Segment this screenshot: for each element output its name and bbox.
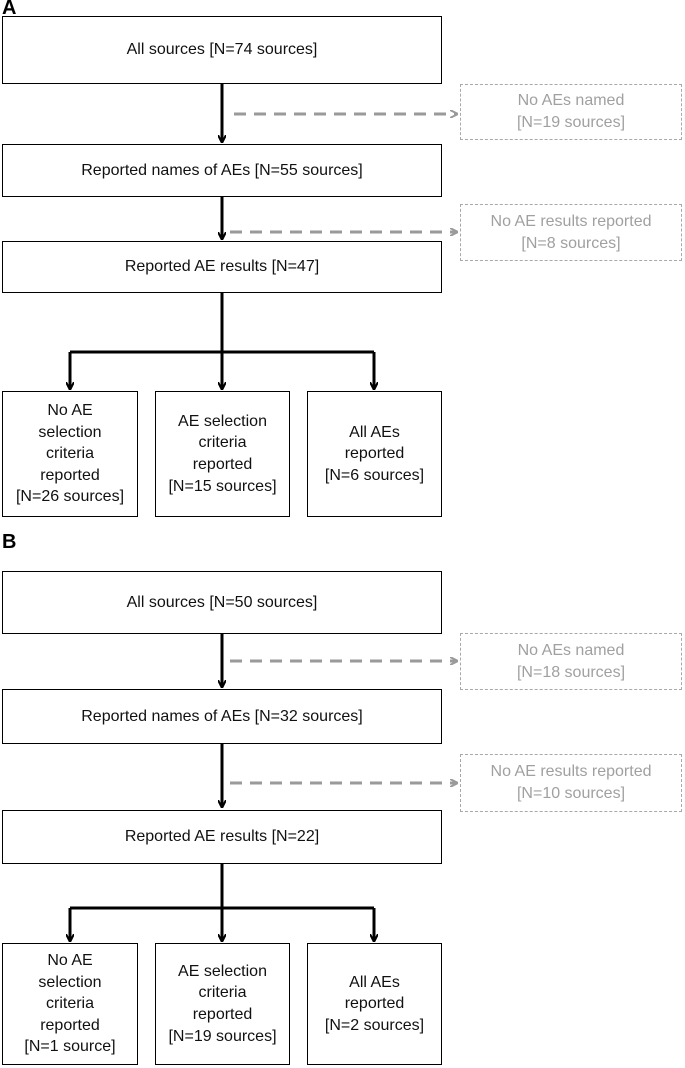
flowchart-panel-b: B All sources [N=50 sources] No AEs name… [0, 531, 685, 1068]
leaf-text: AE selection criteria reported [N=19 sou… [168, 962, 277, 1045]
no-ae-results-text: No AE results reported [N=10 sources] [490, 763, 652, 802]
leaf-selection-criteria: AE selection criteria reported [N=15 sou… [155, 391, 290, 517]
no-aes-named-text: No AEs named [N=18 sources] [516, 641, 626, 681]
connector-lines [0, 634, 685, 1068]
connector-lines [0, 84, 685, 534]
leaf-all-aes: All AEs reported [N=2 sources] [307, 943, 442, 1065]
leaf-text: No AE selection criteria reported [N=1 s… [24, 952, 116, 1056]
no-ae-results-box: No AE results reported [N=10 sources] [460, 754, 682, 812]
reported-names-box: Reported names of AEs [N=55 sources] [2, 144, 442, 197]
reported-results-box: Reported AE results [N=22] [2, 810, 442, 864]
panel-label: B [2, 531, 17, 553]
reported-names-text: Reported names of AEs [N=32 sources] [81, 707, 363, 725]
no-aes-named-box: No AEs named [N=19 sources] [460, 84, 682, 140]
flowchart-panel-a: A All sources [N=74 sources] No AEs name… [0, 0, 685, 534]
reported-results-text: Reported AE results [N=22] [124, 828, 320, 846]
reported-names-text: Reported names of AEs [N=55 sources] [81, 161, 363, 179]
leaf-no-selection-criteria: No AE selection criteria reported [N=1 s… [2, 943, 138, 1065]
all-sources-box: All sources [N=74 sources] [2, 16, 442, 84]
no-aes-named-text: No AEs named [N=19 sources] [516, 92, 626, 131]
no-ae-results-text: No AE results reported [N=8 sources] [490, 212, 652, 252]
reported-results-text: Reported AE results [N=47] [124, 258, 320, 276]
leaf-no-selection-criteria: No AE selection criteria reported [N=26 … [2, 391, 138, 517]
all-sources-box: All sources [N=50 sources] [2, 571, 442, 634]
leaf-all-aes: All AEs reported [N=6 sources] [307, 391, 442, 517]
leaf-selection-criteria: AE selection criteria reported [N=19 sou… [155, 943, 290, 1065]
all-sources-text: All sources [N=50 sources] [126, 593, 318, 611]
panel-label: A [2, 0, 17, 19]
leaf-text: No AE selection criteria reported [N=26 … [15, 402, 125, 506]
all-sources-text: All sources [N=74 sources] [126, 41, 318, 59]
reported-names-box: Reported names of AEs [N=32 sources] [2, 689, 442, 744]
reported-results-box: Reported AE results [N=47] [2, 241, 442, 293]
no-ae-results-box: No AE results reported [N=8 sources] [460, 204, 682, 261]
no-aes-named-box: No AEs named [N=18 sources] [460, 633, 682, 690]
leaf-text: AE selection criteria reported [N=15 sou… [168, 412, 277, 495]
leaf-text: All AEs reported [N=2 sources] [324, 973, 425, 1034]
leaf-text: All AEs reported [N=6 sources] [324, 423, 425, 484]
